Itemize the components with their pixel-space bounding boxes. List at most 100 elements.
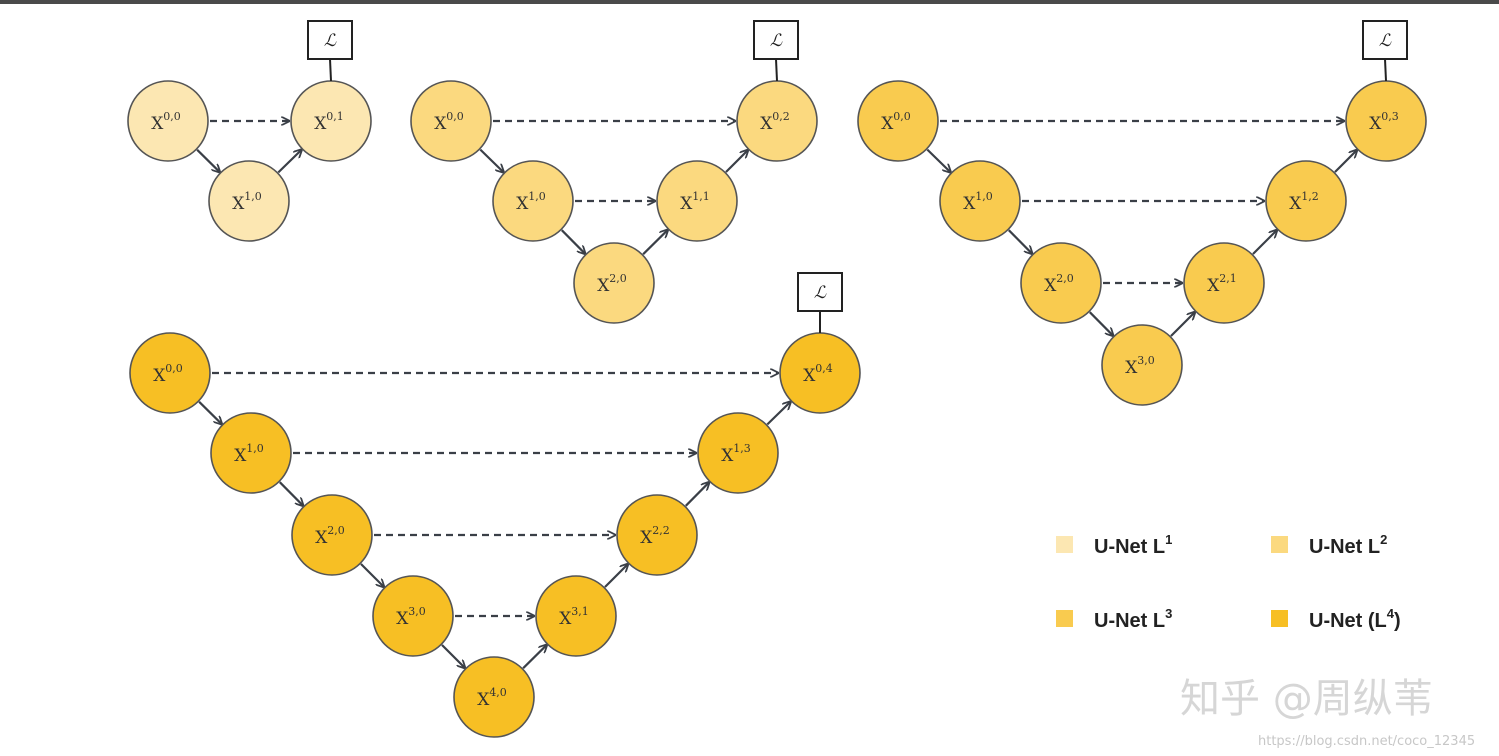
node-label: X0,0: [881, 110, 911, 134]
connection-arrow: [604, 564, 628, 588]
node-l4-n22: X2,2: [616, 494, 698, 576]
node-l4-n31: X3,1: [535, 575, 617, 657]
loss-connector: [1384, 58, 1387, 82]
node-label: X0,2: [760, 110, 790, 134]
node-label: X0,0: [153, 362, 183, 386]
connection-arrow: [196, 149, 220, 172]
node-circle: [535, 575, 617, 657]
node-circle: [1101, 324, 1183, 406]
loss-connector: [329, 58, 332, 82]
loss-symbol: ℒ: [324, 31, 337, 51]
legend-swatch: [1056, 536, 1073, 553]
connection-arrow: [642, 230, 668, 255]
connection-arrow: [926, 148, 950, 173]
node-label: X1,3: [721, 442, 751, 466]
node-circle: [1020, 242, 1102, 324]
node-l4-n20: X2,0: [291, 494, 373, 576]
connection-arrow: [1334, 150, 1357, 173]
node-circle: [453, 656, 535, 738]
node-label: X1,1: [680, 190, 710, 214]
node-circle: [573, 242, 655, 324]
connection-arrow: [766, 402, 790, 426]
node-l4-n10: X1,0: [210, 412, 292, 494]
node-l3-n00: X0,0: [857, 80, 939, 162]
node-l3-n20: X2,0: [1020, 242, 1102, 324]
node-l1-n00: X0,0: [127, 80, 209, 162]
loss-box: [307, 20, 353, 60]
node-l4-n04: X0,4: [779, 332, 861, 414]
node-circle: [208, 160, 290, 242]
node-l4-n30: X3,0: [372, 575, 454, 657]
node-l1-n10: X1,0: [208, 160, 290, 242]
node-circle: [127, 80, 209, 162]
node-label: X1,0: [516, 190, 546, 214]
node-label: X1,0: [232, 190, 262, 214]
node-l4-n13: X1,3: [697, 412, 779, 494]
top-border: [0, 0, 1499, 4]
node-label: X0,1: [314, 110, 344, 134]
node-l4-n00: X0,0: [129, 332, 211, 414]
node-circle: [410, 80, 492, 162]
node-circle: [656, 160, 738, 242]
node-label: X2,0: [315, 524, 345, 548]
loss-symbol: ℒ: [1379, 31, 1392, 51]
node-circle: [129, 332, 211, 414]
legend-swatch: [1056, 610, 1073, 627]
node-l3-n30: X3,0: [1101, 324, 1183, 406]
legend-swatch: [1271, 536, 1288, 553]
loss-symbol: ℒ: [770, 31, 783, 51]
node-label: X4,0: [477, 686, 507, 710]
connection-arrow: [441, 644, 465, 668]
node-l2-n10: X1,0: [492, 160, 574, 242]
node-l3-n12: X1,2: [1265, 160, 1347, 242]
connection-arrow: [725, 150, 748, 173]
loss-box: [753, 20, 799, 60]
node-l1-n01: X0,1: [290, 80, 372, 162]
connection-arrow: [277, 150, 301, 174]
legend-label: U-Net L3: [1094, 606, 1172, 632]
node-label: X1,2: [1289, 190, 1319, 214]
connection-arrow: [561, 229, 585, 254]
node-circle: [1265, 160, 1347, 242]
loss-symbol: ℒ: [814, 283, 827, 303]
node-circle: [616, 494, 698, 576]
node-label: X3,0: [1125, 354, 1155, 378]
node-circle: [1183, 242, 1265, 324]
connection-arrow: [685, 482, 709, 507]
connection-arrow: [1008, 229, 1032, 254]
connection-arrow: [198, 401, 222, 424]
node-label: X0,4: [803, 362, 833, 386]
node-circle: [291, 494, 373, 576]
legend-item: U-Net L2: [1271, 532, 1387, 558]
connection-arrow: [479, 148, 503, 173]
loss-connector: [775, 58, 778, 82]
connection-arrow: [279, 481, 303, 506]
node-l3-n03: X0,3: [1345, 80, 1427, 162]
node-label: X1,0: [234, 442, 264, 466]
node-circle: [492, 160, 574, 242]
watermark: 知乎 @周纵苇: [1180, 676, 1433, 722]
connection-arrow: [360, 563, 384, 587]
node-l3-n10: X1,0: [939, 160, 1021, 242]
node-circle: [210, 412, 292, 494]
source-url: https://blog.csdn.net/coco_12345: [1258, 734, 1475, 749]
node-l2-n11: X1,1: [656, 160, 738, 242]
node-l3-n21: X2,1: [1183, 242, 1265, 324]
legend-item: U-Net (L4): [1271, 606, 1401, 632]
node-label: X3,1: [559, 605, 589, 629]
legend-label: U-Net (L4): [1309, 606, 1401, 632]
node-label: X1,0: [963, 190, 993, 214]
loss-box: [797, 272, 843, 312]
node-label: X2,0: [1044, 272, 1074, 296]
node-circle: [372, 575, 454, 657]
node-label: X0,0: [151, 110, 181, 134]
connection-arrow: [1089, 311, 1113, 336]
node-label: X0,0: [434, 110, 464, 134]
connection-arrow: [1170, 312, 1195, 337]
node-label: X3,0: [396, 605, 426, 629]
node-l2-n00: X0,0: [410, 80, 492, 162]
node-label: X2,0: [597, 272, 627, 296]
node-circle: [857, 80, 939, 162]
